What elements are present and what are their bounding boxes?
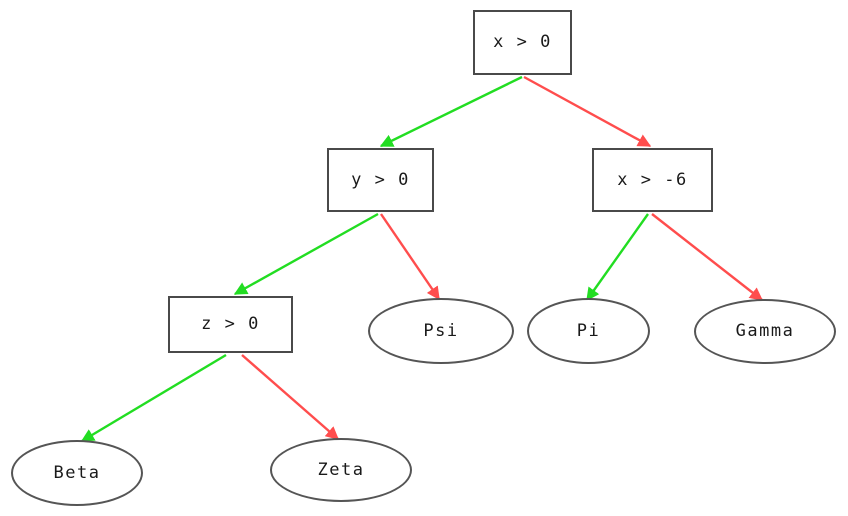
edge-y-to-psi (380, 213, 440, 301)
node-label-y-test: y > 0 (351, 169, 410, 190)
node-y-test[interactable]: y > 0 (327, 148, 434, 212)
node-psi[interactable]: Psi (368, 298, 514, 364)
node-x-neg-test[interactable]: x > -6 (592, 148, 713, 212)
node-label-x-neg-test: x > -6 (617, 169, 688, 190)
edge-root-to-xneg (523, 75, 652, 148)
node-zeta[interactable]: Zeta (270, 438, 412, 502)
node-label-z-test: z > 0 (201, 314, 260, 334)
node-label-beta: Beta (53, 462, 101, 483)
node-beta[interactable]: Beta (11, 440, 143, 506)
node-label-root: x > 0 (493, 32, 552, 52)
node-pi[interactable]: Pi (527, 298, 650, 364)
edge-root-to-y (379, 75, 523, 148)
edge-y-to-z (233, 212, 379, 296)
edge-xneg-to-gamma (651, 213, 764, 301)
node-label-zeta: Zeta (317, 459, 365, 480)
node-gamma[interactable]: Gamma (694, 299, 836, 364)
edges-group (80, 75, 764, 443)
edge-xneg-to-pi (586, 213, 649, 302)
node-label-gamma: Gamma (735, 321, 795, 341)
node-label-psi: Psi (423, 320, 459, 341)
edge-z-to-zeta (241, 354, 339, 440)
node-label-pi: Pi (576, 320, 601, 341)
node-z-test[interactable]: z > 0 (168, 296, 293, 353)
edge-z-to-beta (80, 353, 227, 443)
node-root[interactable]: x > 0 (473, 10, 572, 75)
